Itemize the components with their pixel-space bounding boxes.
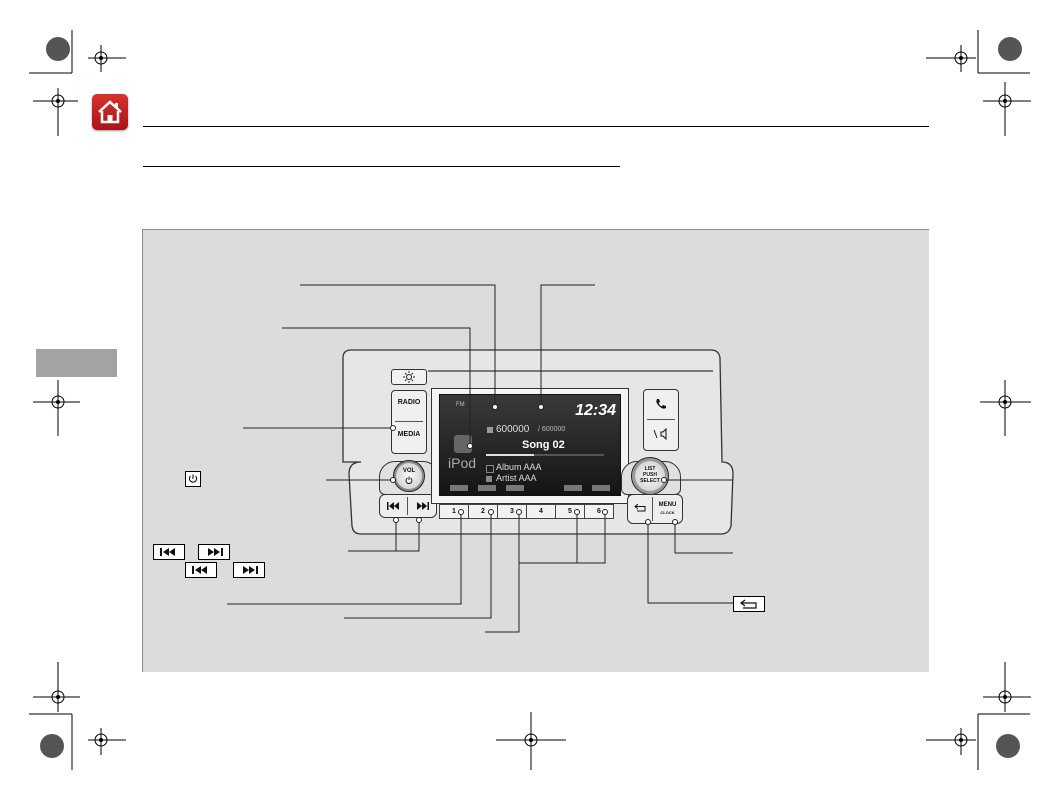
select-label: SELECT [640, 478, 660, 484]
album-name: Album AAA [496, 462, 542, 472]
skip-buttons [379, 494, 437, 518]
legend-skip-back-1 [153, 544, 185, 560]
artist-name: Artist AAA [496, 473, 537, 483]
artist-icon [486, 476, 492, 482]
power-icon [405, 476, 413, 484]
power-icon [188, 474, 198, 483]
clock-label: CLOCK [660, 510, 675, 515]
soft-key-random[interactable] [592, 485, 610, 491]
song-title: Song 02 [522, 439, 565, 451]
phone-buttons [643, 389, 679, 451]
track-icon [487, 427, 493, 433]
brightness-icon [403, 371, 415, 383]
legend-skip-back-2 [185, 562, 217, 578]
soft-key-repeat[interactable] [506, 485, 524, 491]
clock-display: 12:34 [575, 402, 616, 419]
soft-key-pause[interactable] [478, 485, 496, 491]
track-number: 600000 [496, 424, 530, 435]
legend-back-icon [733, 596, 765, 612]
progress-fill [486, 454, 534, 456]
soft-key-row [450, 485, 612, 491]
list-label: LIST [644, 466, 656, 472]
media-button[interactable]: MEDIA [397, 431, 421, 438]
subheading-rule [143, 166, 620, 167]
home-icon [98, 100, 122, 124]
skip-back-icon [160, 548, 175, 556]
section-tab[interactable] [36, 349, 117, 377]
display-screen: FM 12:34 600000 / 600000 Song 02 iPod Al… [439, 394, 621, 496]
legend-skip-forward-2 [233, 562, 265, 578]
skip-back-icon[interactable] [387, 502, 401, 510]
list-select-knob[interactable]: LIST PUSH SELECT [631, 457, 669, 495]
preset-button-6[interactable]: 6 [584, 504, 614, 519]
back-icon [740, 599, 757, 609]
progress-bar [486, 454, 604, 456]
legend-power-icon [185, 471, 201, 487]
hang-up-mute-icon[interactable] [653, 428, 669, 440]
preset-buttons: 1 2 3 4 5 6 [439, 504, 615, 519]
track-total: / 600000 [538, 426, 566, 433]
ipod-logo: iPod [448, 455, 477, 471]
menu-button[interactable]: MENU [658, 502, 677, 508]
brightness-button[interactable] [391, 369, 427, 385]
vol-label: VOL [402, 468, 416, 474]
skip-forward-icon[interactable] [415, 502, 429, 510]
radio-media-buttons: RADIO MEDIA [391, 390, 427, 454]
skip-forward-icon [208, 548, 223, 556]
skip-back-icon [192, 566, 207, 574]
push-label: PUSH [643, 472, 657, 478]
album-icon [486, 465, 494, 473]
audio-unit-figure: RADIO MEDIA VOL FM 12:34 600000 / 600000… [142, 229, 929, 672]
soft-key-scan[interactable] [564, 485, 582, 491]
preset-button-4[interactable]: 4 [526, 504, 556, 519]
callout-lines [227, 284, 733, 633]
back-button-icon[interactable] [634, 503, 648, 513]
phone-icon[interactable] [655, 398, 667, 410]
back-menu-buttons: MENU CLOCK [627, 494, 683, 524]
radio-button[interactable]: RADIO [397, 399, 421, 406]
home-button[interactable] [92, 94, 128, 130]
legend-skip-forward-1 [198, 544, 230, 560]
soft-key-play[interactable] [450, 485, 468, 491]
header-rule [143, 126, 929, 127]
volume-power-knob[interactable]: VOL [393, 460, 425, 492]
skip-forward-icon [243, 566, 258, 574]
usb-icon [454, 435, 472, 453]
fm-indicator: FM [456, 402, 465, 408]
